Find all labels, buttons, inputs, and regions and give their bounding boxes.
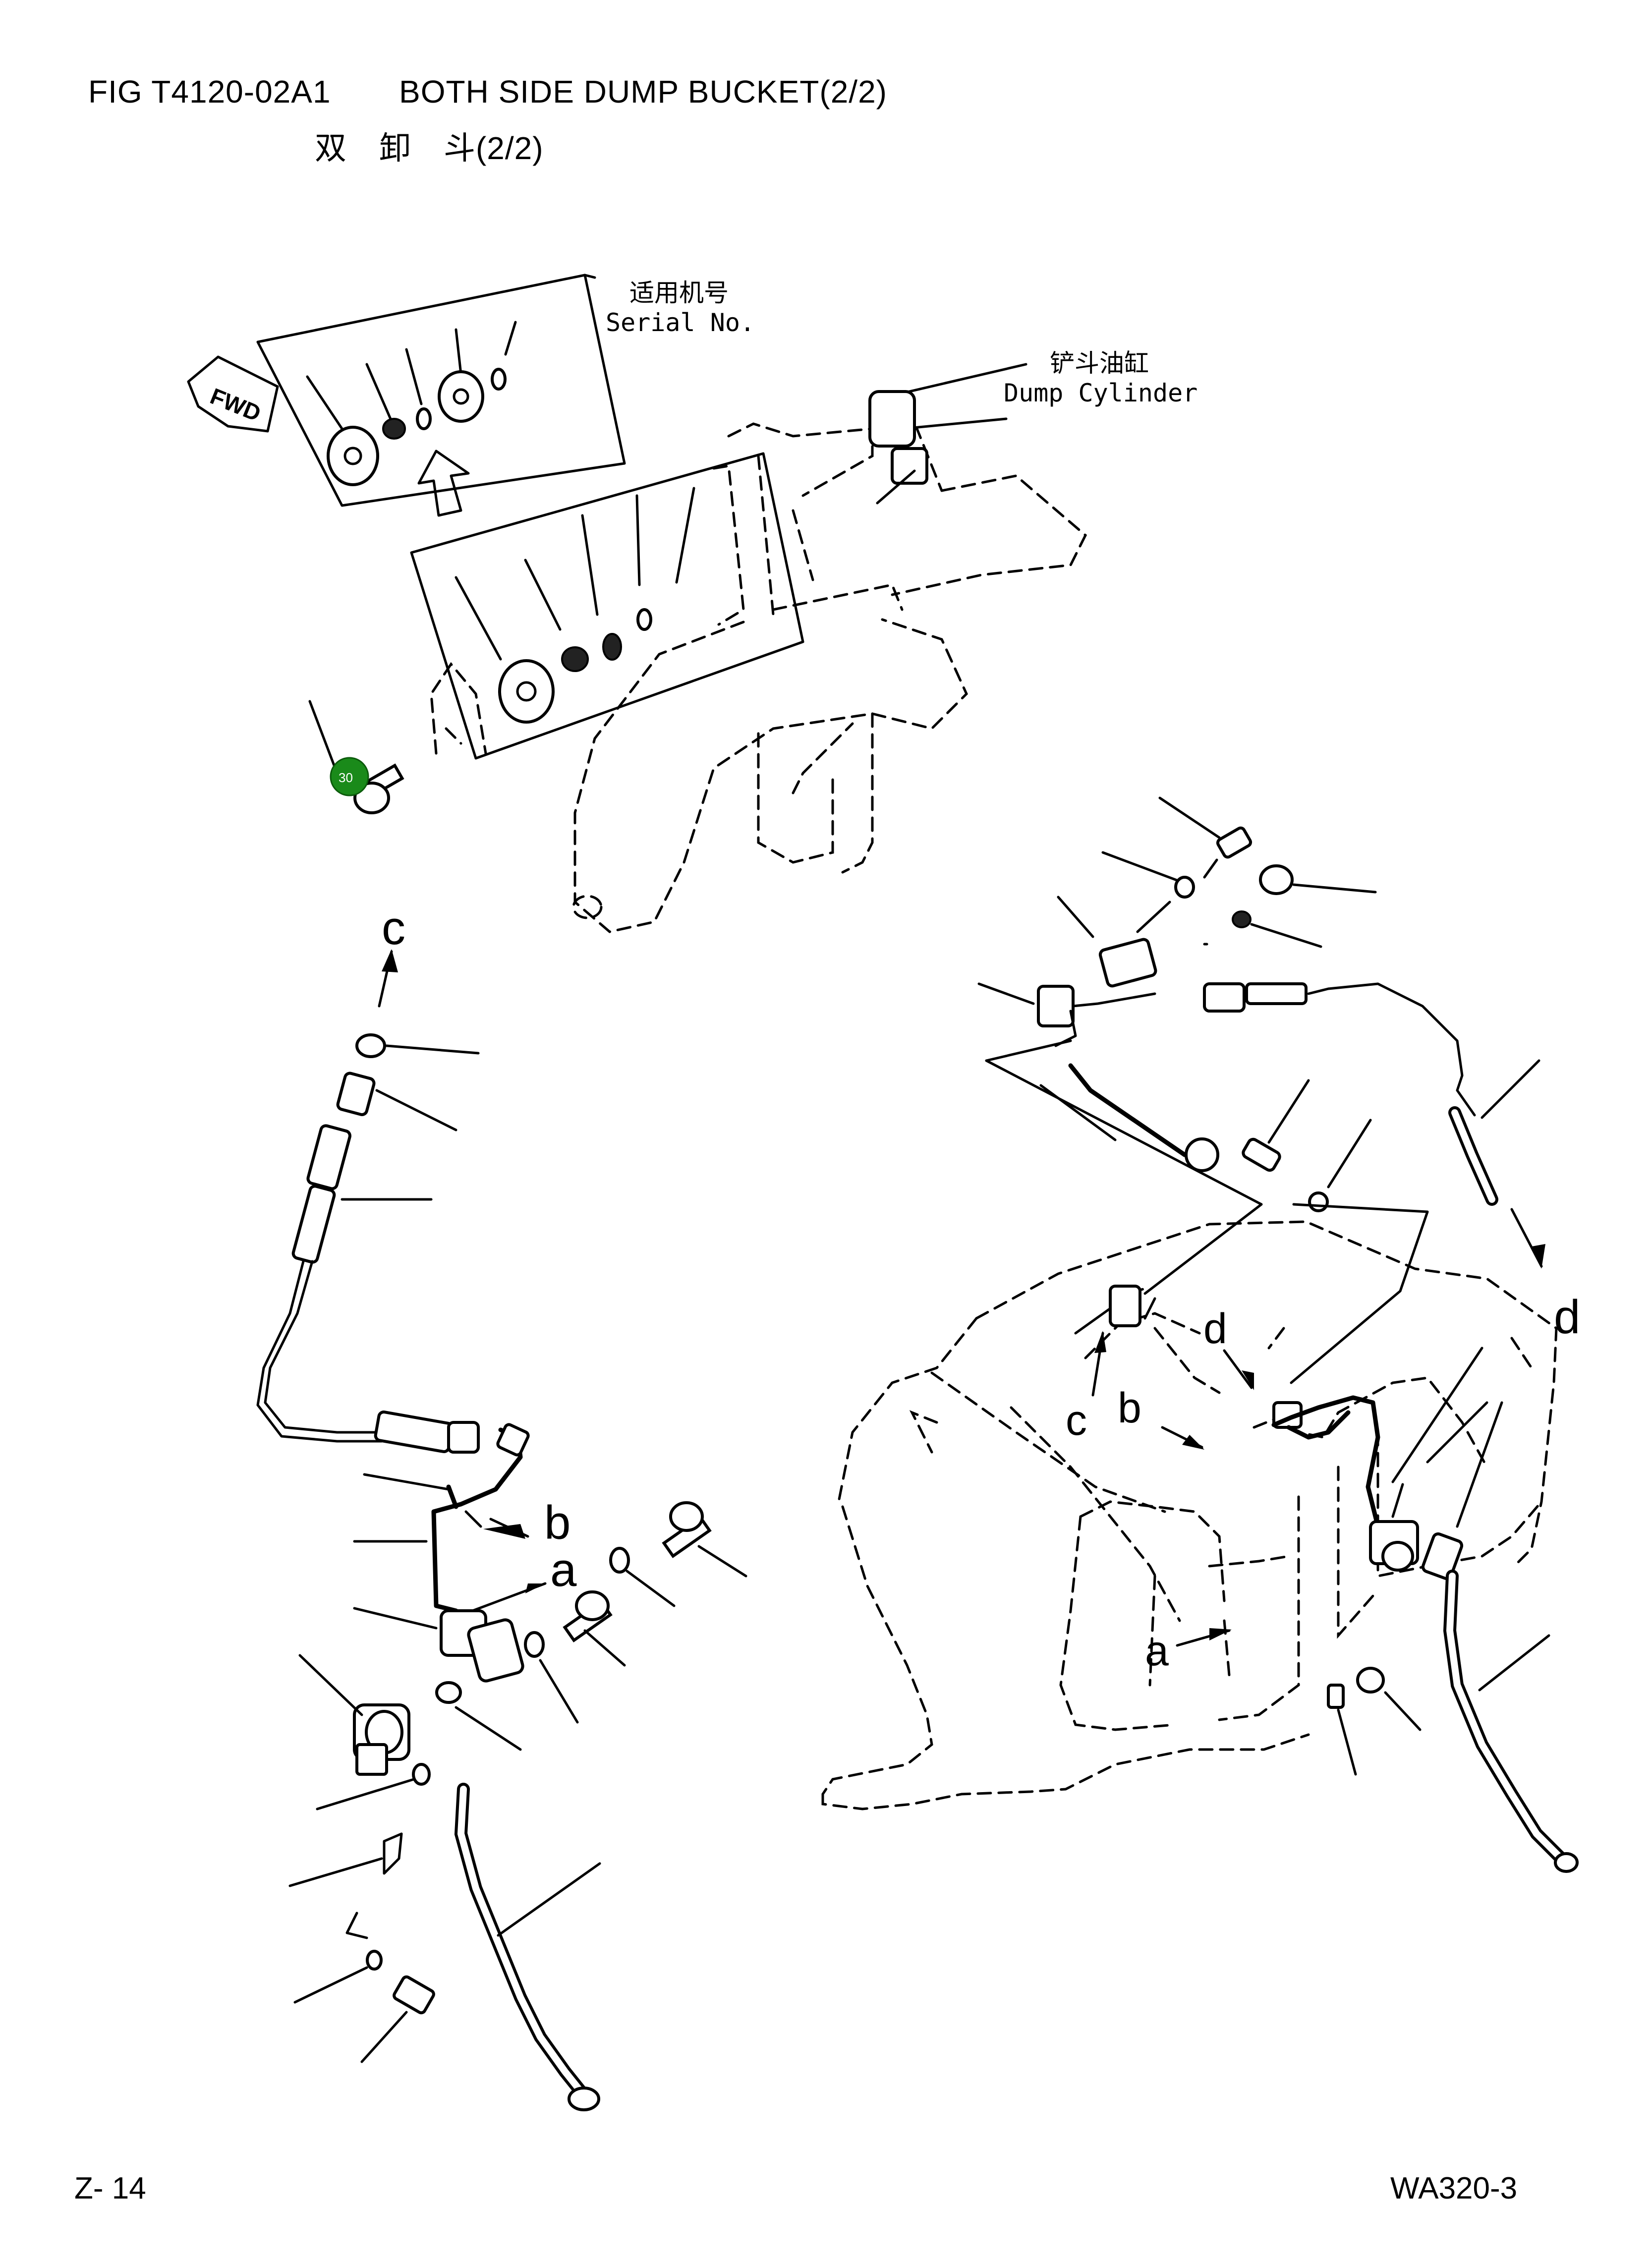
chassis-frame-outline [821,1220,1558,1810]
serial-variant-inset-lower [410,452,804,760]
fwd-arrow-icon: FWD [187,355,279,433]
left-hose-assembly: c b a [256,902,747,2111]
dump-cylinder-icon [868,363,1027,505]
bucket-linkage-outline [430,422,1087,933]
figure-title: BOTH SIDE DUMP BUCKET(2/2) [399,74,887,110]
arrow-label-a-center: a [1145,1627,1169,1675]
callout-badge-30[interactable]: 30 [330,757,369,796]
dump-cylinder-note: Dump Cylinder [1004,379,1198,407]
inset-pointer-arrow-icon [417,450,470,517]
serial-number-note-chinese: 适用机号 [629,279,729,307]
arrow-label-c-center: c [1066,1397,1087,1444]
arrow-label-d-center: d [1203,1305,1227,1353]
arrow-label-a-left: a [550,1543,577,1596]
control-valve-area [1074,1285,1579,1873]
arrow-label-d-right: d [1554,1291,1580,1344]
bolt-part-30 [308,700,404,814]
right-piping-assembly: d [977,796,1580,1384]
arrow-label-b-left: b [544,1496,570,1549]
page-number: Z- 14 [74,2171,146,2205]
fwd-label: FWD [207,383,265,426]
chassis-connection-arrows: d c b a [1066,1305,1254,1675]
figure-title-chinese: 双 卸 斗(2/2) [315,130,544,166]
serial-number-note: Serial No. [606,308,755,337]
arrow-label-c-top: c [382,902,405,955]
serial-variant-inset-upper [256,274,626,507]
callout-badge-30-label[interactable]: 30 [339,770,353,785]
dump-cylinder-note-chinese: 铲斗油缸 [1050,349,1149,378]
figure-number: FIG T4120-02A1 [88,74,331,110]
arrow-label-b-center: b [1118,1384,1141,1432]
model-number: WA320-3 [1390,2171,1518,2205]
